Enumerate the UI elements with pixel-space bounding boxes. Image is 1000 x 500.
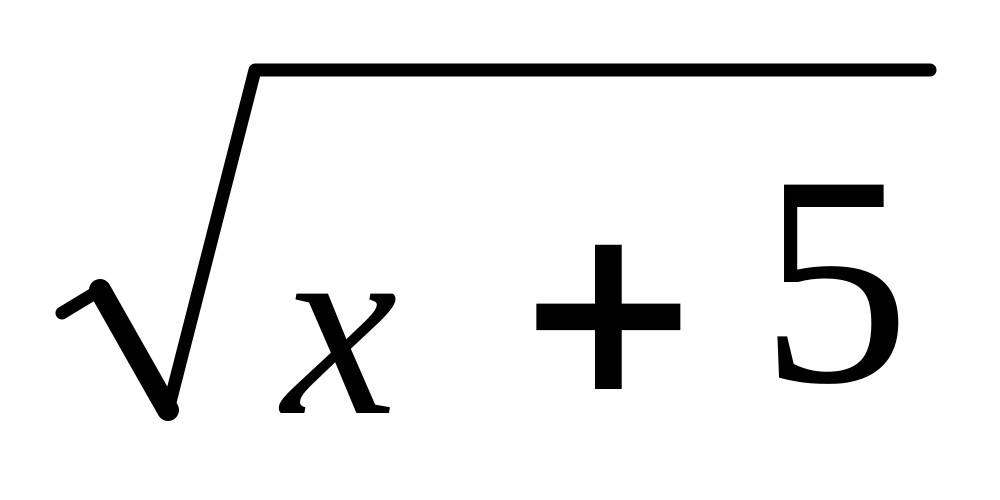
variable-x: x	[282, 182, 398, 470]
constant-five: 5	[760, 114, 910, 446]
plus-operator: +	[512, 177, 705, 444]
